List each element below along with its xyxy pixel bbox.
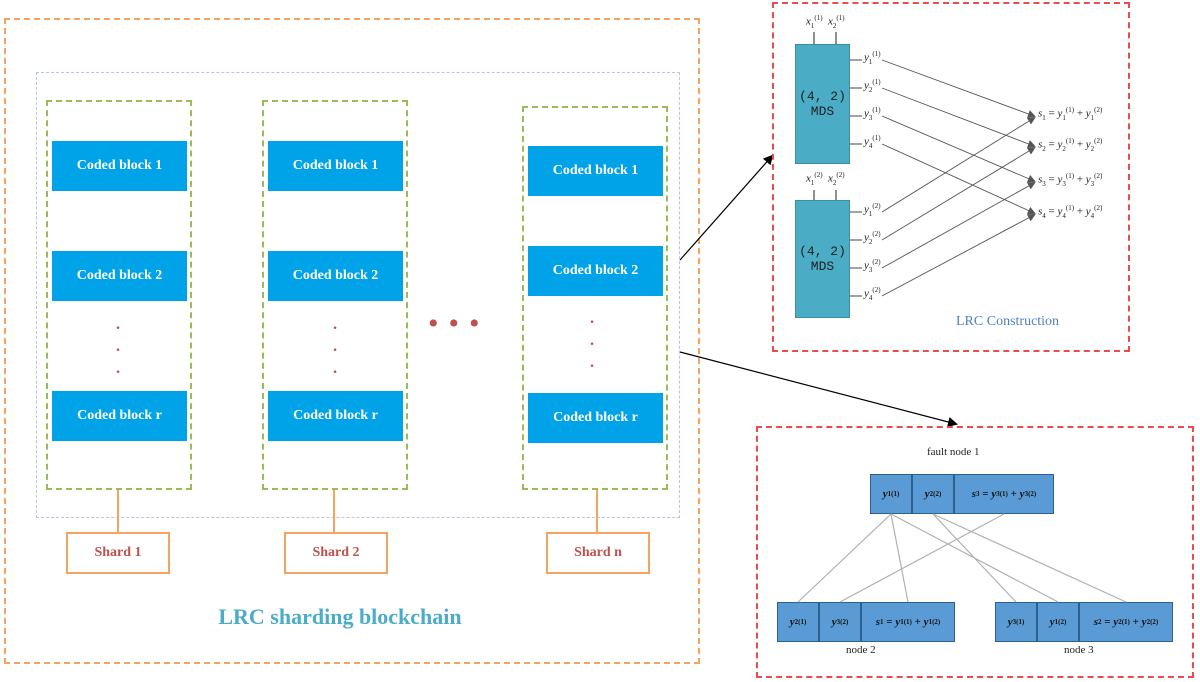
shard-2-coded-block-r: Coded block r: [268, 391, 403, 441]
s4-equation: s4 = y4(1) + y4(2): [1038, 204, 1103, 220]
mds-block-1: (4, 2) MDS: [795, 44, 850, 164]
shard-1-coded-block-1: Coded block 1: [52, 141, 187, 191]
shard-2-frame: [262, 100, 408, 490]
y1-2-label: y1(2): [864, 202, 881, 218]
mds-block-2: (4, 2) MDS: [795, 200, 850, 318]
s3-equation: s3 = y3(1) + y3(2): [1038, 172, 1103, 188]
fault-node-title: fault node 1: [927, 446, 980, 458]
shard-1-label: Shard 1: [66, 532, 170, 574]
node-3-label: node 3: [1064, 644, 1094, 656]
shard-n-coded-block-2: Coded block 2: [528, 246, 663, 296]
y4-2-label: y4(2): [864, 286, 881, 302]
shard-connectors: [117, 490, 598, 532]
shard-n-coded-block-r: Coded block r: [528, 393, 663, 443]
y1-1-label: y1(1): [864, 50, 881, 66]
x1-2-label: x1(2): [806, 171, 823, 187]
shard-2-ellipsis: ···: [332, 320, 338, 381]
s1-equation: s1 = y1(1) + y1(2): [1038, 106, 1103, 122]
y4-1-label: y4(1): [864, 134, 881, 150]
node-2-label: node 2: [846, 644, 876, 656]
y3-2-label: y3(2): [864, 258, 881, 274]
shard-2-coded-block-1: Coded block 1: [268, 141, 403, 191]
shard-2-label: Shard 2: [284, 532, 388, 574]
y3-1-label: y3(1): [864, 106, 881, 122]
shard-1-coded-block-r: Coded block r: [52, 391, 187, 441]
lrc-construction-title: LRC Construction: [956, 314, 1060, 329]
x1-1-label: x1(1): [806, 14, 823, 30]
mds-block-2-params: (4, 2): [799, 244, 846, 259]
shard-1-coded-block-2: Coded block 2: [52, 251, 187, 301]
lrc-sharding-blockchain-title: LRC sharding blockchain: [218, 604, 462, 629]
shard-n-ellipsis: ···: [589, 314, 595, 375]
lrc-sharding-blockchain-frame: [4, 18, 700, 664]
x-inputs-1: [813, 32, 837, 44]
shards-ellipsis: •••: [428, 307, 490, 340]
mds-block-2-name: MDS: [810, 259, 835, 274]
shard-1-frame: [46, 100, 192, 490]
x2-2-label: x2(2): [828, 171, 845, 187]
shard-n-label: Shard n: [546, 532, 650, 574]
s2-equation: s2 = y2(1) + y2(2): [1038, 137, 1103, 153]
shard-n-coded-block-1: Coded block 1: [528, 146, 663, 196]
lrc-construction-frame: [772, 2, 1130, 352]
shard-group-frame: [36, 72, 680, 518]
x2-1-label: x2(1): [828, 14, 845, 30]
fault-recovery-frame: [756, 426, 1194, 678]
mds-block-1-name: MDS: [810, 104, 835, 119]
y2-1-label: y2(1): [864, 78, 881, 94]
shard-n-frame: [522, 106, 668, 490]
shard-1-ellipsis: ···: [115, 320, 121, 381]
shard-2-coded-block-2: Coded block 2: [268, 251, 403, 301]
mds-block-1-params: (4, 2): [799, 89, 846, 104]
y2-2-label: y2(2): [864, 230, 881, 246]
